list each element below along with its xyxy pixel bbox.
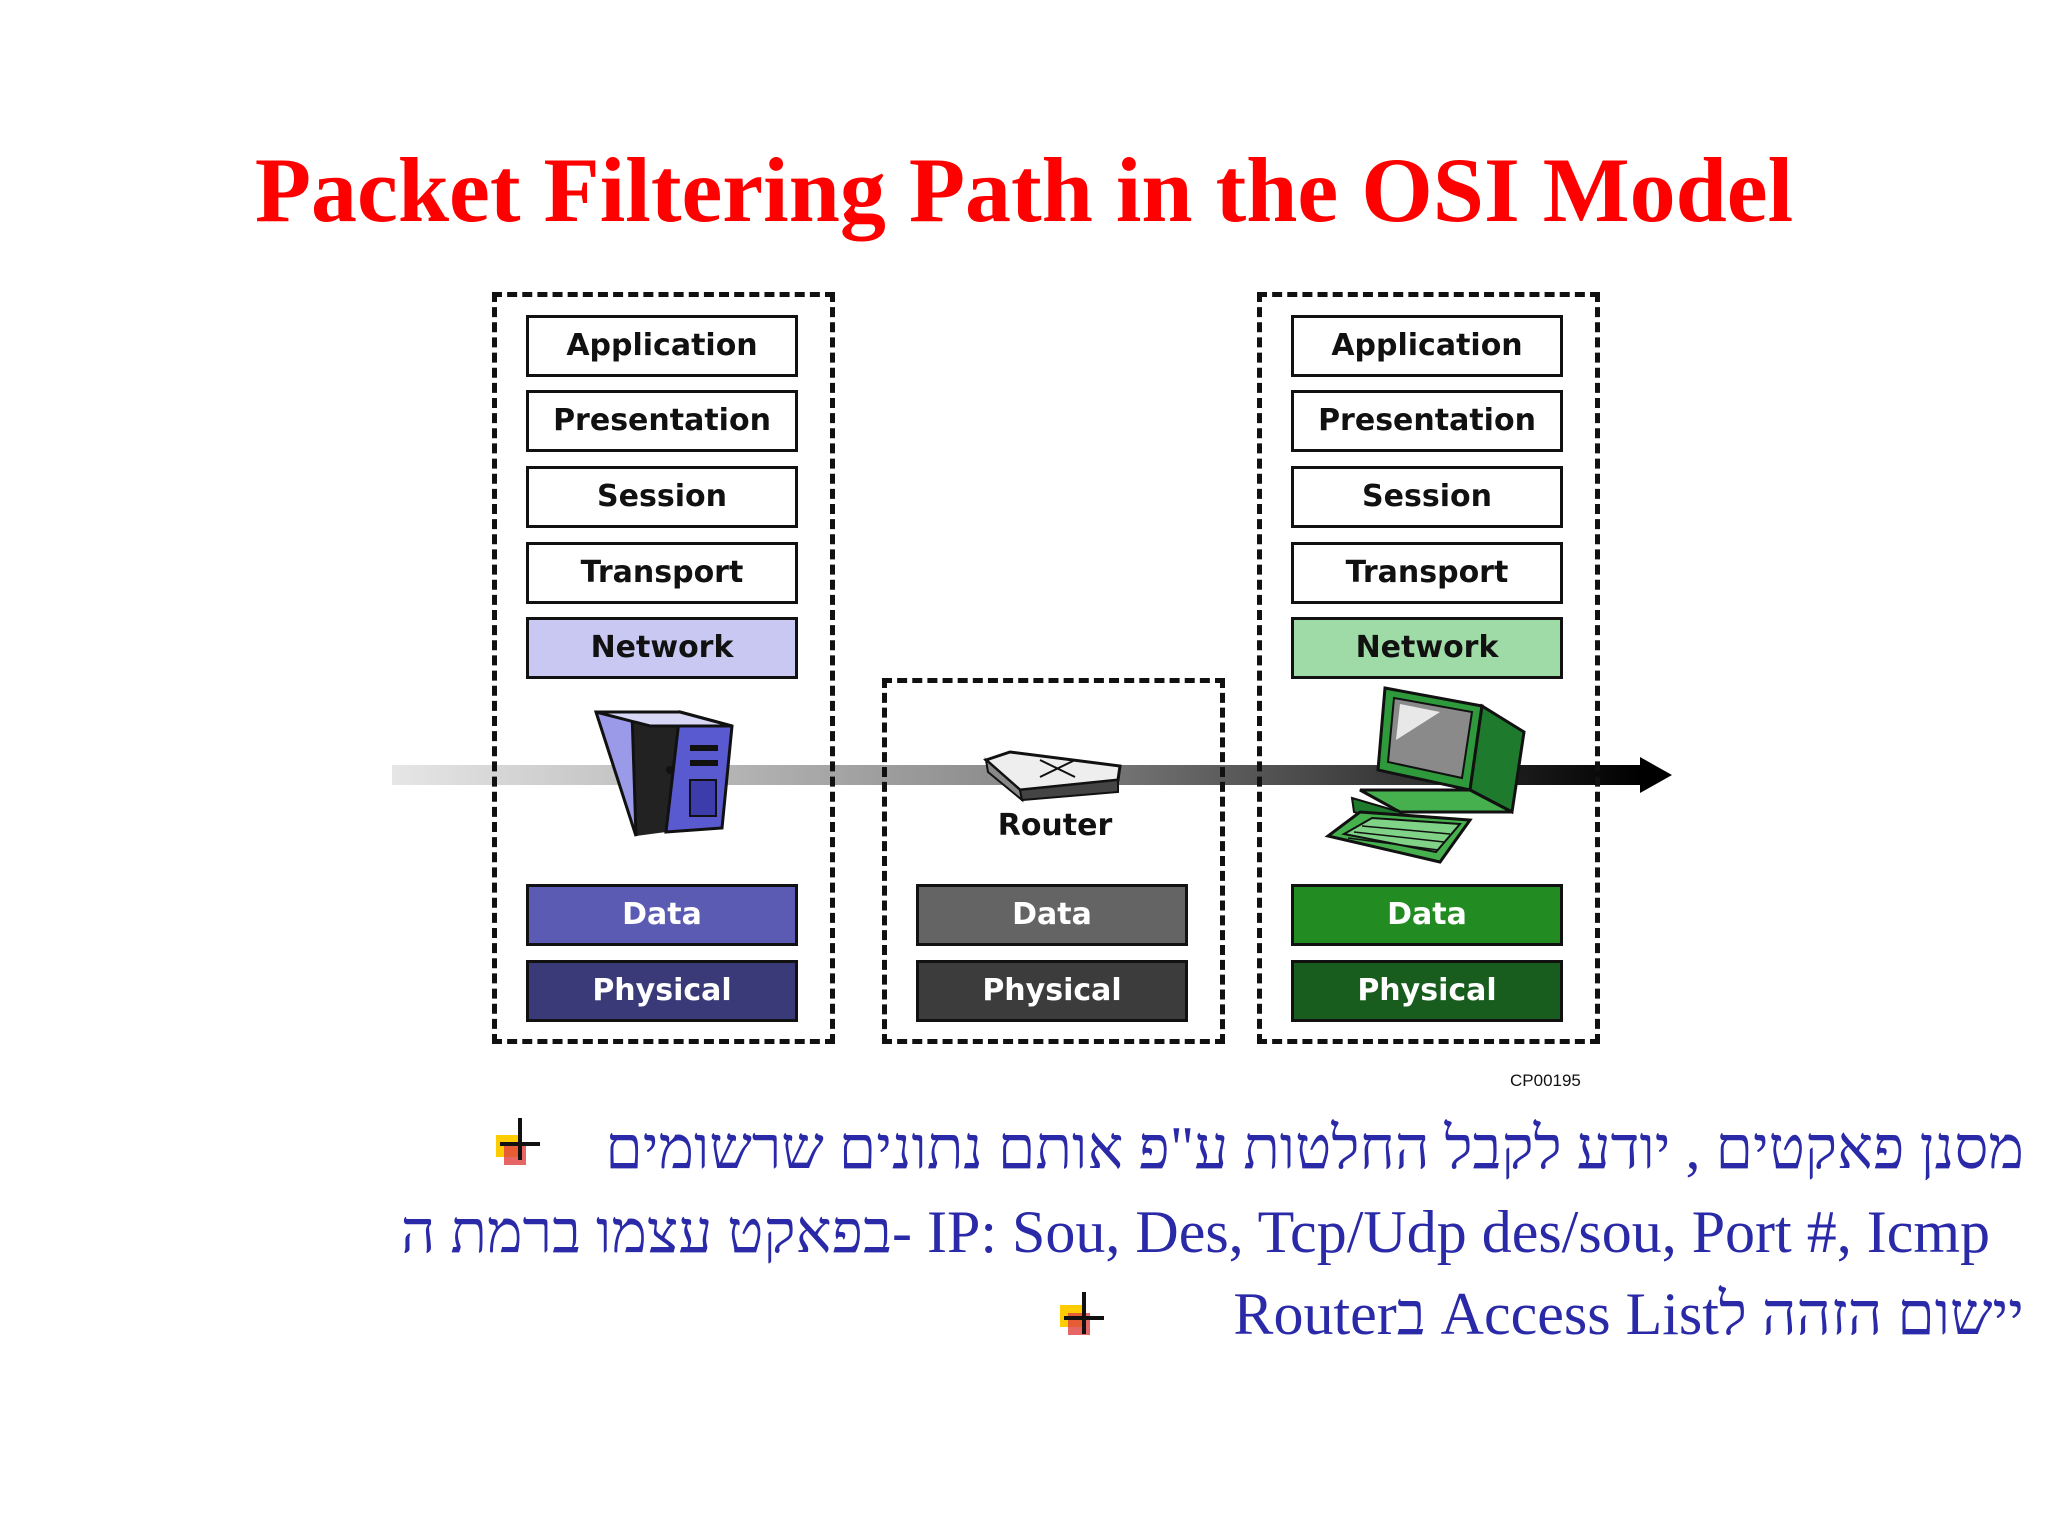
right-layer-presentation: Presentation <box>1291 390 1563 452</box>
left-layer-data: Data <box>526 884 798 946</box>
left-osi-stack <box>492 292 835 1044</box>
figure-code: CP00195 <box>1510 1071 1581 1090</box>
left-layer-network: Network <box>526 617 798 679</box>
right-layer-session: Session <box>1291 466 1563 528</box>
router-label: Router <box>997 808 1113 843</box>
bullet-line-1: מסנן פאקטים , יודע לקבל החלטות ע"פ אותם … <box>605 1115 2024 1181</box>
right-layer-transport: Transport <box>1291 542 1563 604</box>
router-layer-physical: Physical <box>916 960 1188 1022</box>
left-layer-physical: Physical <box>526 960 798 1022</box>
right-osi-stack <box>1257 292 1600 1044</box>
left-layer-presentation: Presentation <box>526 390 798 452</box>
right-layer-data: Data <box>1291 884 1563 946</box>
bullet-line-3: יישום הזהה לAccess List בRouter <box>1233 1281 2024 1347</box>
right-layer-network: Network <box>1291 617 1563 679</box>
right-layer-physical: Physical <box>1291 960 1563 1022</box>
left-layer-session: Session <box>526 466 798 528</box>
page-title: Packet Filtering Path in the OSI Model <box>254 139 1794 241</box>
router-layer-data: Data <box>916 884 1188 946</box>
left-layer-application: Application <box>526 315 798 377</box>
right-layer-application: Application <box>1291 315 1563 377</box>
left-layer-transport: Transport <box>526 542 798 604</box>
router-stack <box>882 678 1225 1044</box>
bullet-line-2: בפאקט עצמו ברמת ה- IP: Sou, Des, Tcp/Udp… <box>400 1199 1990 1265</box>
